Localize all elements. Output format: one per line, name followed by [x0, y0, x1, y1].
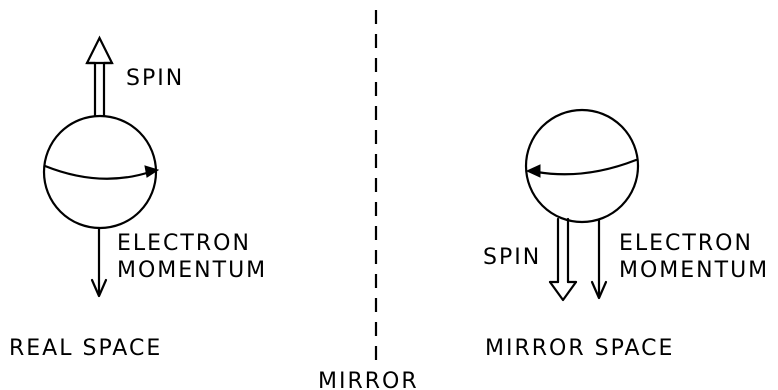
real-momentum-label-line2: MOMENTUM: [117, 258, 267, 283]
mirror-label: MIRROR: [318, 369, 419, 390]
mirror-group: MIRROR: [318, 10, 419, 390]
real-momentum-arrow: [92, 228, 106, 296]
real-momentum-label-line1: ELECTRON: [117, 231, 251, 256]
mirror-momentum-label-line1: ELECTRON: [619, 231, 753, 256]
mirror-spin-label: SPIN: [483, 245, 541, 270]
mirror-space-caption: MIRROR SPACE: [485, 336, 674, 361]
mirror-space-group: SPIN ELECTRON MOMENTUM MIRROR SPACE: [483, 110, 769, 361]
real-space-caption: REAL SPACE: [9, 336, 162, 361]
mirror-spin-arrow: [550, 219, 576, 300]
mirror-momentum-label-line2: MOMENTUM: [619, 258, 769, 283]
real-space-group: SPIN ELECTRON MOMENTUM REAL SPACE: [9, 38, 267, 361]
mirror-momentum-arrow: [592, 220, 606, 298]
real-spin-label: SPIN: [126, 66, 184, 91]
